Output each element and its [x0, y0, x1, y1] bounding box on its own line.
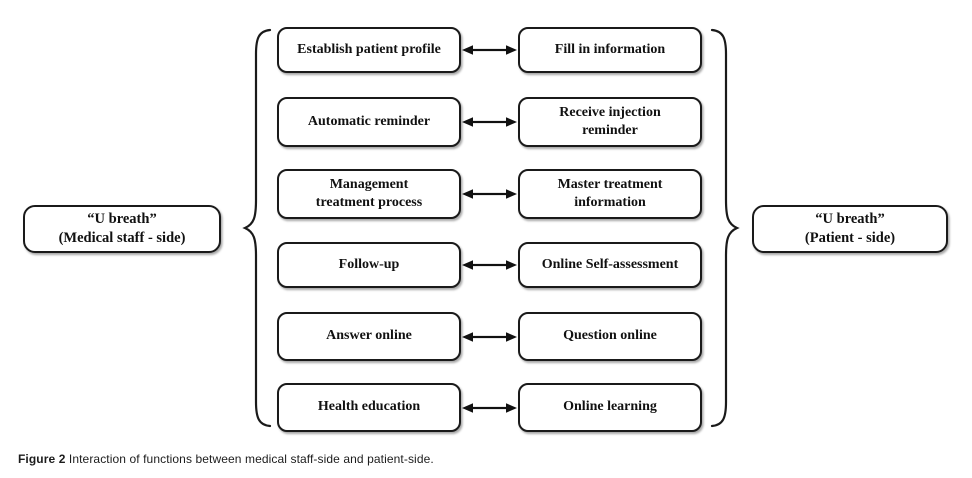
patient-side-box: “U breath” (Patient - side): [752, 205, 948, 253]
figure-caption-text: Interaction of functions between medical…: [65, 452, 434, 466]
staff-function-box: Management treatment process: [277, 169, 461, 219]
double-arrow-icon: [461, 116, 518, 128]
medical-staff-side-box: “U breath” (Medical staff - side): [23, 205, 221, 253]
staff-function-box: Follow-up: [277, 242, 461, 288]
staff-function-box: Establish patient profile: [277, 27, 461, 73]
patient-function-box: Question online: [518, 312, 702, 361]
double-arrow-icon: [461, 402, 518, 414]
right-curly-brace-icon: [710, 28, 740, 428]
function-row-qa: Answer online Question online: [277, 312, 702, 361]
patient-function-box: Online learning: [518, 383, 702, 432]
patient-function-box: Master treatment information: [518, 169, 702, 219]
function-row-education: Health education Online learning: [277, 383, 702, 432]
figure-caption: Figure 2 Interaction of functions betwee…: [18, 452, 434, 466]
patient-function-box: Online Self-assessment: [518, 242, 702, 288]
staff-function-box: Answer online: [277, 312, 461, 361]
double-arrow-icon: [461, 259, 518, 271]
double-arrow-icon: [461, 44, 518, 56]
figure-caption-label: Figure 2: [18, 452, 66, 466]
staff-function-box: Health education: [277, 383, 461, 432]
patient-function-box: Receive injection reminder: [518, 97, 702, 147]
patient-function-box: Fill in information: [518, 27, 702, 73]
patient-side-subtitle: (Patient - side): [804, 230, 896, 246]
function-row-establish-profile: Establish patient profile Fill in inform…: [277, 27, 702, 73]
medical-staff-side-title: “U breath”: [87, 211, 157, 228]
double-arrow-icon: [461, 188, 518, 200]
medical-staff-side-subtitle: (Medical staff - side): [58, 230, 186, 246]
patient-side-title: “U breath”: [815, 211, 885, 228]
staff-function-box: Automatic reminder: [277, 97, 461, 147]
left-curly-brace-icon: [242, 28, 272, 428]
double-arrow-icon: [461, 331, 518, 343]
function-row-reminder: Automatic reminder Receive injection rem…: [277, 97, 702, 147]
function-row-follow-up: Follow-up Online Self-assessment: [277, 242, 702, 288]
function-row-treatment: Management treatment process Master trea…: [277, 169, 702, 219]
